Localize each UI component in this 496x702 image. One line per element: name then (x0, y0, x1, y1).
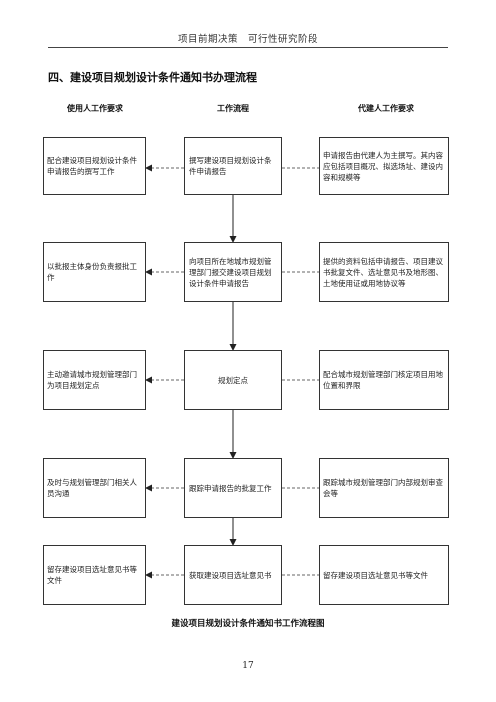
left-box-row3-text: 主动邀请城市规划管理部门为项目规划定点 (47, 370, 137, 390)
right-box-row2: 提供的资料包括申请报告、项目建议书批复文件、选址意见书及地形图、土地使用证或用地… (319, 242, 449, 302)
section-title: 四、建设项目规划设计条件通知书办理流程 (48, 71, 257, 84)
left-box-row3: 主动邀请城市规划管理部门为项目规划定点 (43, 350, 146, 410)
figure-caption: 建设项目规划设计条件通知书工作流程图 (171, 619, 325, 629)
right-box-row3-text: 配合城市规划管理部门核定项目用地位置和界限 (323, 370, 443, 390)
process-box-row1: 撰写建设项目规划设计条件申请报告 (184, 137, 282, 195)
left-box-row5-text: 留存建设项目选址意见书等文件 (47, 565, 137, 585)
left-box-row2-text: 以批报主体身份负责报批工作 (47, 262, 137, 282)
page-number: 17 (242, 661, 254, 671)
process-box-row4: 跟踪申请报告的批复工作 (184, 458, 282, 518)
left-box-row4-text: 及时与规划管理部门相关人员沟通 (47, 478, 137, 498)
column-header-right: 代建人工作要求 (358, 104, 414, 113)
right-box-row1-text: 申请报告由代建人为主撰写。其内容应包括项目概况、拟选场址、建设内容和规模等 (323, 150, 443, 182)
right-box-row1: 申请报告由代建人为主撰写。其内容应包括项目概况、拟选场址、建设内容和规模等 (319, 137, 449, 195)
left-box-row5: 留存建设项目选址意见书等文件 (43, 545, 146, 605)
process-box-row2-text: 向项目所在地城市规划管理部门报交建设项目规划设计条件申请报告 (189, 256, 272, 288)
process-box-row1-text: 撰写建设项目规划设计条件申请报告 (189, 156, 272, 176)
process-box-row3: 规划定点 (184, 350, 282, 410)
left-box-row4: 及时与规划管理部门相关人员沟通 (43, 458, 146, 518)
left-box-row2: 以批报主体身份负责报批工作 (43, 242, 146, 302)
right-box-row5-text: 留存建设项目选址意见书等文件 (323, 570, 428, 580)
process-box-row5-text: 获取建设项目选址意见书 (189, 570, 272, 580)
right-box-row4-text: 跟踪城市规划管理部门内部规划审查会等 (323, 478, 443, 498)
process-box-row5: 获取建设项目选址意见书 (184, 545, 282, 605)
column-header-middle: 工作流程 (217, 104, 249, 113)
right-box-row2-text: 提供的资料包括申请报告、项目建议书批复文件、选址意见书及地形图、土地使用证或用地… (323, 256, 443, 288)
right-box-row3: 配合城市规划管理部门核定项目用地位置和界限 (319, 350, 449, 410)
header-rule (48, 47, 448, 48)
right-box-row4: 跟踪城市规划管理部门内部规划审查会等 (319, 458, 449, 518)
left-box-row1-text: 配合建设项目规划设计条件申请报告的撰写工作 (47, 156, 137, 176)
process-box-row2: 向项目所在地城市规划管理部门报交建设项目规划设计条件申请报告 (184, 242, 282, 302)
page-header: 项目前期决策 可行性研究阶段 (177, 34, 318, 45)
process-box-row3-text: 规划定点 (218, 375, 248, 385)
right-box-row5: 留存建设项目选址意见书等文件 (319, 545, 449, 605)
column-header-left: 使用人工作要求 (67, 104, 123, 113)
left-box-row1: 配合建设项目规划设计条件申请报告的撰写工作 (43, 137, 146, 195)
process-box-row4-text: 跟踪申请报告的批复工作 (189, 483, 272, 493)
